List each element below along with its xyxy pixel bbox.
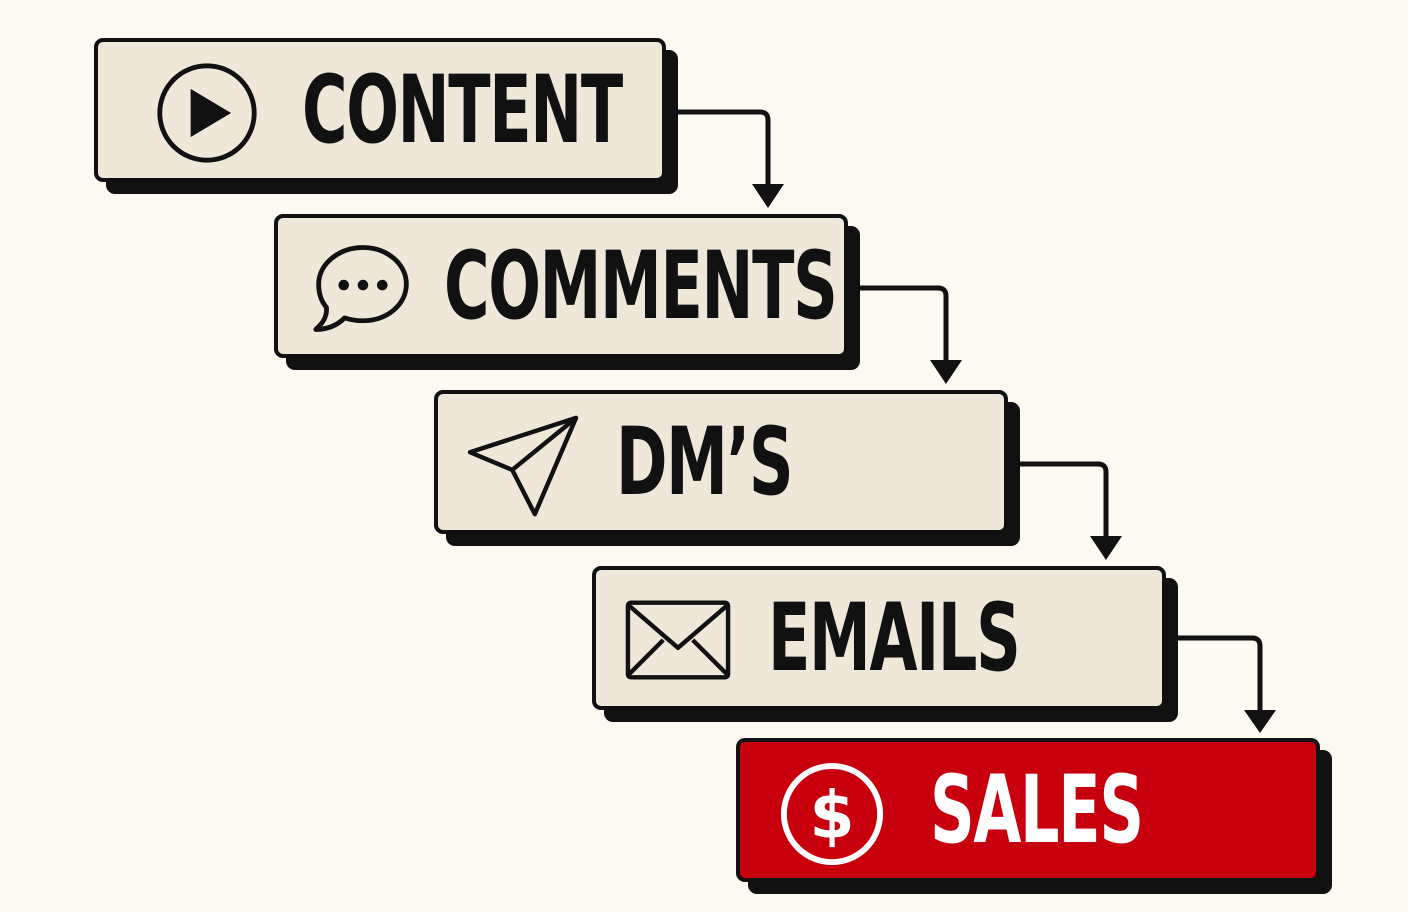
step-label-dms: DM’S — [616, 408, 794, 517]
step-emails: EMAILS — [592, 566, 1166, 710]
step-comments: COMMENTS — [274, 214, 848, 358]
step-sales: $ SALES — [736, 738, 1320, 882]
speech-bubble-icon — [313, 245, 409, 332]
step-label-content: CONTENT — [302, 56, 623, 165]
svg-text:$: $ — [809, 779, 854, 854]
paper-plane-icon — [467, 415, 579, 517]
arrowhead-1 — [752, 184, 784, 208]
arrowhead-2 — [930, 360, 962, 384]
step-label-comments: COMMENTS — [444, 232, 838, 341]
arrow-emails-to-sales — [1178, 635, 1263, 716]
envelope-icon — [625, 600, 731, 680]
step-label-emails: EMAILS — [768, 584, 1021, 693]
step-content: CONTENT — [94, 38, 666, 182]
step-label-sales: SALES — [930, 756, 1144, 865]
arrowhead-4 — [1244, 710, 1276, 733]
dollar-circle-icon: $ — [780, 762, 884, 866]
play-icon — [157, 63, 257, 163]
arrow-content-to-comments — [678, 109, 771, 190]
step-dms: DM’S — [434, 390, 1008, 534]
arrow-dms-to-emails — [1020, 461, 1109, 542]
arrowhead-3 — [1090, 536, 1122, 560]
arrow-comments-to-dms — [860, 285, 949, 366]
